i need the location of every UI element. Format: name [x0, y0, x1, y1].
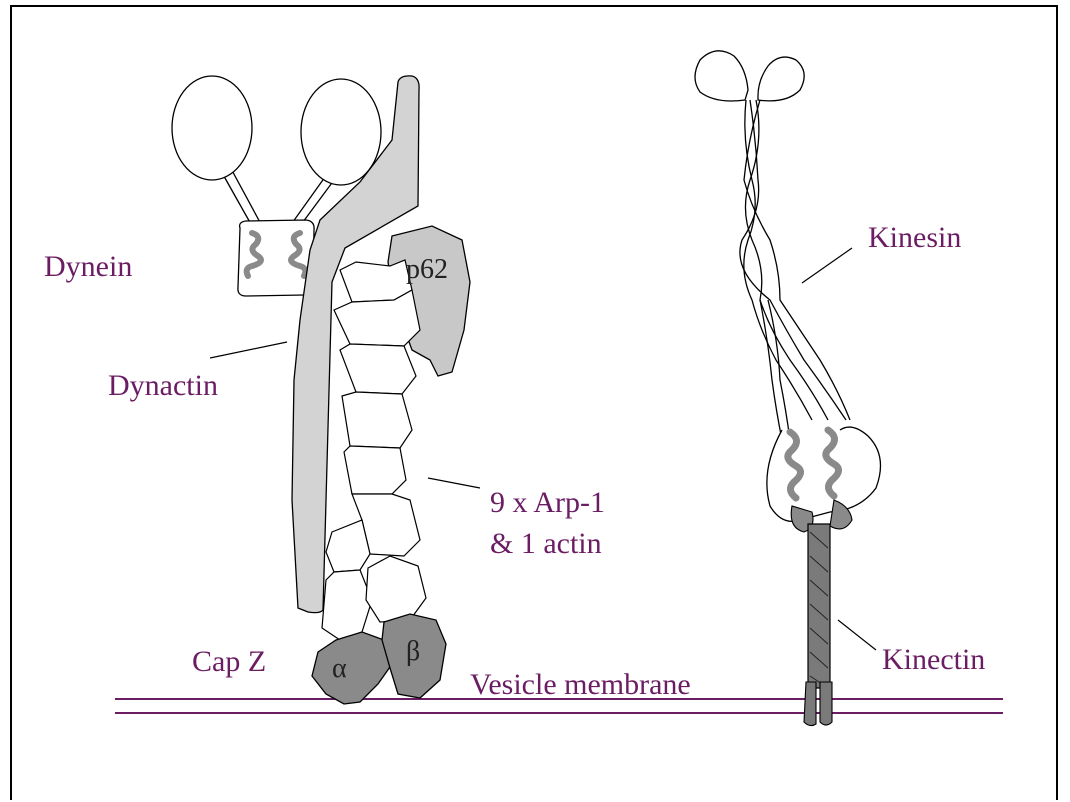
label-arp1-line2: & 1 actin [490, 527, 602, 560]
label-dynein: Dynein [44, 250, 132, 283]
capz-alpha [312, 632, 392, 704]
kinesin-head-left [695, 51, 748, 101]
label-beta: β [406, 636, 420, 667]
kinesin-tail-bulb [767, 427, 881, 521]
kinectin-pointer [838, 620, 876, 650]
kinectin [804, 524, 832, 726]
dynactin-pointer [210, 342, 287, 358]
label-kinesin: Kinesin [868, 221, 961, 254]
arp1-filament [322, 260, 426, 640]
label-alpha: α [332, 653, 347, 684]
label-dynactin: Dynactin [108, 369, 218, 402]
label-p62: p62 [406, 254, 448, 285]
dynein-base [238, 220, 314, 296]
kinesin-head-right [758, 57, 804, 101]
label-kinectin: Kinectin [882, 643, 985, 676]
label-vesicle-membrane: Vesicle membrane [470, 668, 691, 701]
dynein-complex [172, 76, 381, 296]
label-capz: Cap Z [192, 645, 266, 678]
arp1-pointer [428, 478, 480, 488]
dynein-head-right [301, 79, 381, 185]
kinesin-pointer [802, 248, 852, 283]
label-arp1-line1: 9 x Arp-1 [490, 486, 605, 519]
vesicle-membrane [115, 699, 1003, 713]
dynein-head-left [172, 76, 252, 180]
kinesin-complex [695, 51, 881, 532]
